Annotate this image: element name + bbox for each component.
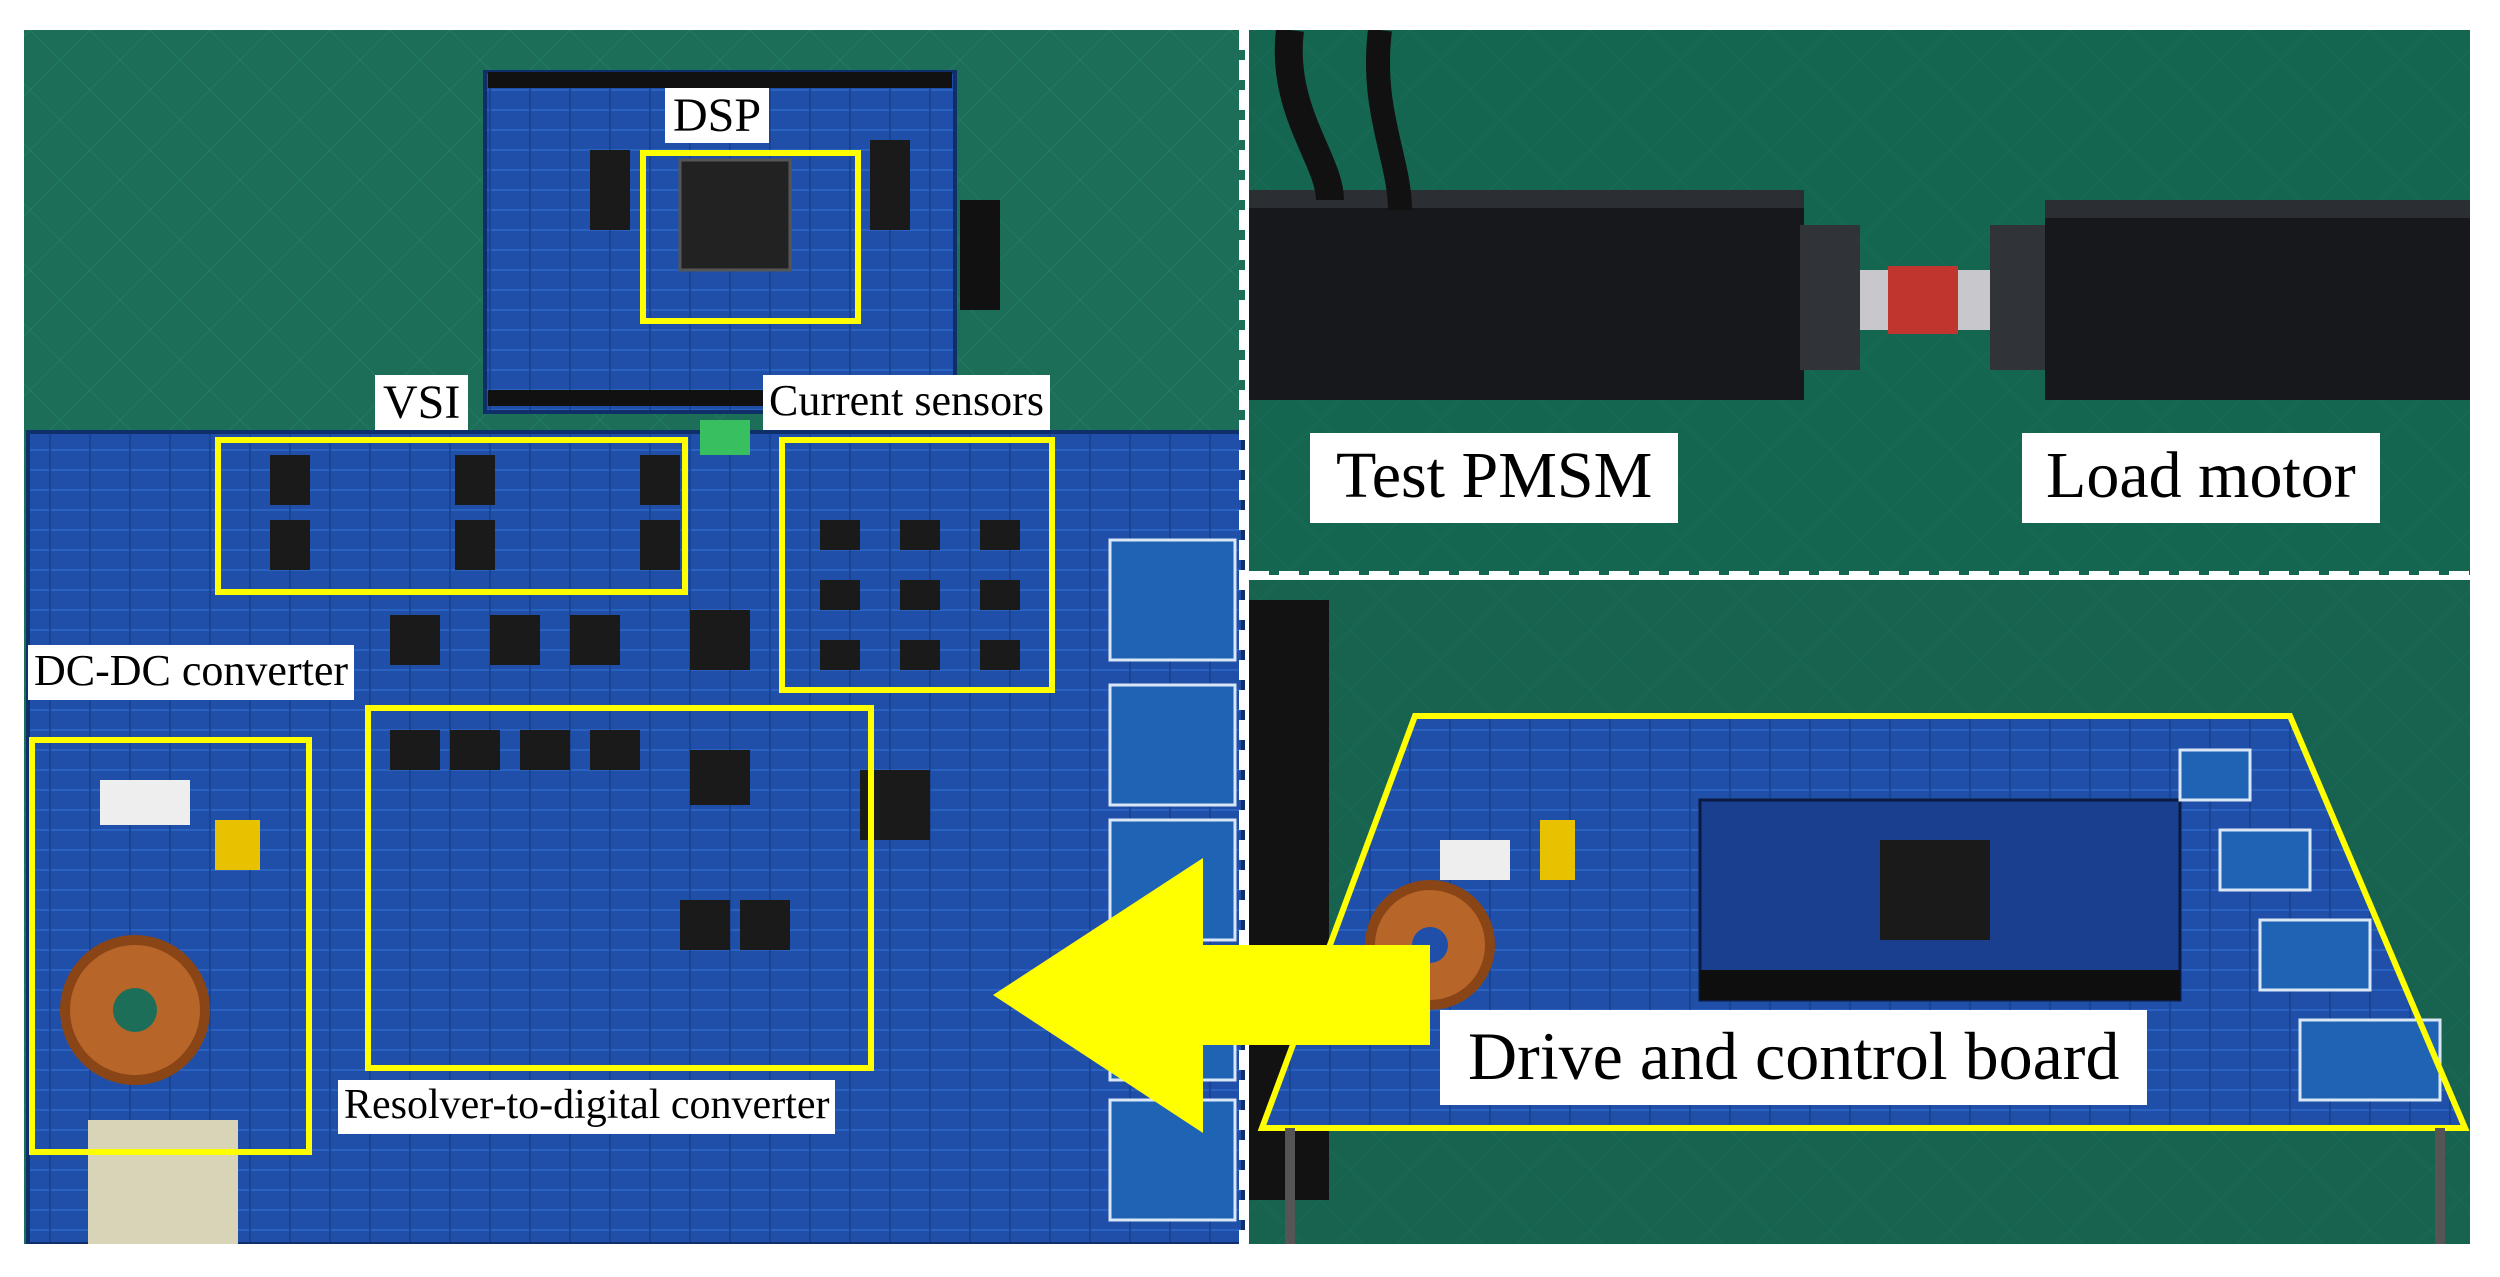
load-motor-body xyxy=(2045,200,2470,400)
drive-board-photo-panel xyxy=(1249,580,2470,1244)
drive-board-label: Drive and control board xyxy=(1440,1010,2148,1105)
drive-board-dsp-chip xyxy=(1880,840,1990,940)
test-pmsm-body xyxy=(1249,190,1804,400)
highlight-boxes xyxy=(29,150,1055,1155)
resolver-label: Resolver-to-digital converter xyxy=(338,1080,836,1134)
dsp-label: DSP xyxy=(665,88,770,143)
resistor-5w xyxy=(100,780,190,825)
dsp-chip xyxy=(678,158,792,272)
dsp-highlight xyxy=(640,150,861,324)
current-sensors-label: Current sensors xyxy=(763,375,1050,430)
dc-dc-highlight xyxy=(29,737,312,1155)
transformer xyxy=(88,1120,238,1244)
vsi-highlight xyxy=(215,437,688,595)
left-arrow-icon xyxy=(993,858,1430,1133)
current-sensors-highlight xyxy=(779,437,1055,693)
dc-dc-converter-label: DC-DC converter xyxy=(28,645,355,700)
load-motor-label: Load motor xyxy=(2022,433,2380,523)
test-pmsm-label: Test PMSM xyxy=(1310,433,1679,523)
resolver-highlight xyxy=(365,705,874,1071)
vsi-label: VSI xyxy=(375,375,469,430)
